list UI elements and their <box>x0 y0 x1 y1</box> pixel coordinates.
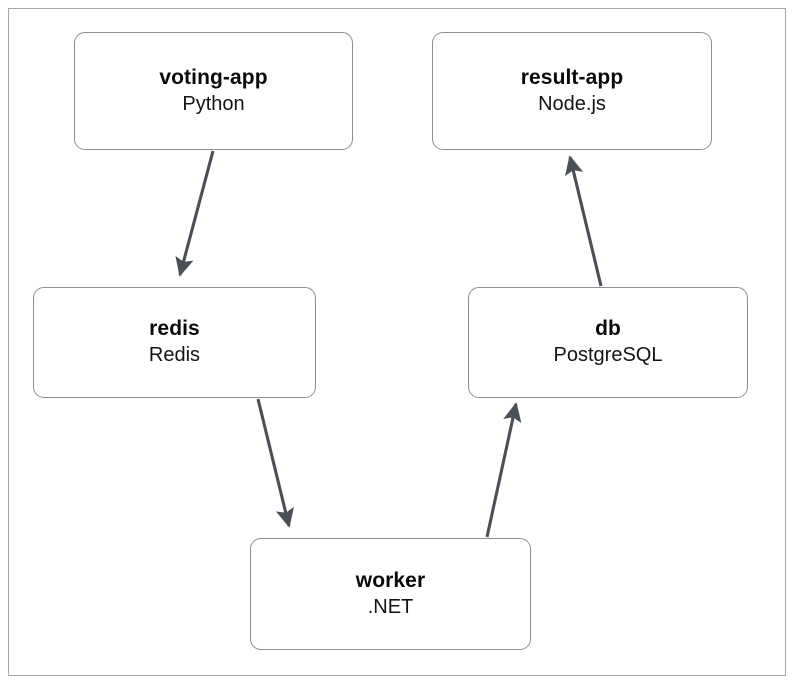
node-result-app[interactable]: result-app Node.js <box>432 32 712 150</box>
node-worker[interactable]: worker .NET <box>250 538 531 650</box>
node-title: redis <box>149 317 200 341</box>
node-subtitle: Python <box>182 92 245 115</box>
node-title: result-app <box>520 65 624 89</box>
node-title: worker <box>355 568 426 592</box>
node-title: voting-app <box>159 65 268 89</box>
node-subtitle: Redis <box>148 344 201 367</box>
node-db[interactable]: db PostgreSQL <box>468 287 748 398</box>
node-title: db <box>595 317 621 341</box>
node-voting-app[interactable]: voting-app Python <box>74 32 353 150</box>
node-subtitle: PostgreSQL <box>553 344 663 367</box>
node-subtitle: .NET <box>367 595 414 618</box>
node-subtitle: Node.js <box>538 92 606 115</box>
node-redis[interactable]: redis Redis <box>33 287 316 398</box>
